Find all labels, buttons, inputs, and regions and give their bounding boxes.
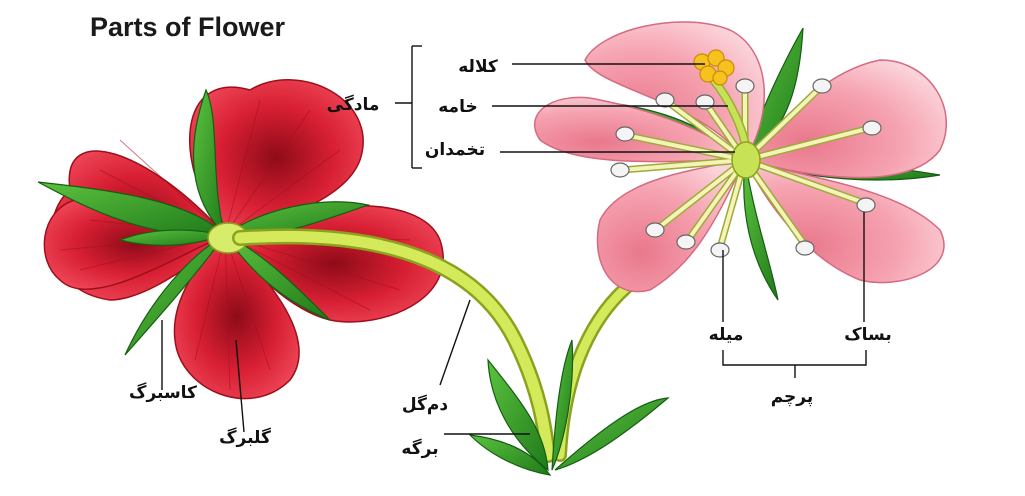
label-pistil: مادگی <box>327 94 380 115</box>
label-stigma: کلاله <box>458 57 498 77</box>
label-style: خامه <box>438 97 477 117</box>
label-anther: بساک <box>844 325 891 345</box>
label-filament: میله <box>709 325 744 345</box>
label-ovary: تخمدان <box>425 140 485 160</box>
diagram-title: Parts of Flower <box>90 12 286 42</box>
label-sepal: کاسبرگ <box>129 383 197 403</box>
label-petal: گلبرگ <box>219 427 271 448</box>
label-stem: دم‌گل <box>402 394 449 415</box>
label-leaf: برگه <box>401 438 438 459</box>
bract-leaves <box>470 340 668 475</box>
label-stamen: پرچم <box>771 387 814 407</box>
